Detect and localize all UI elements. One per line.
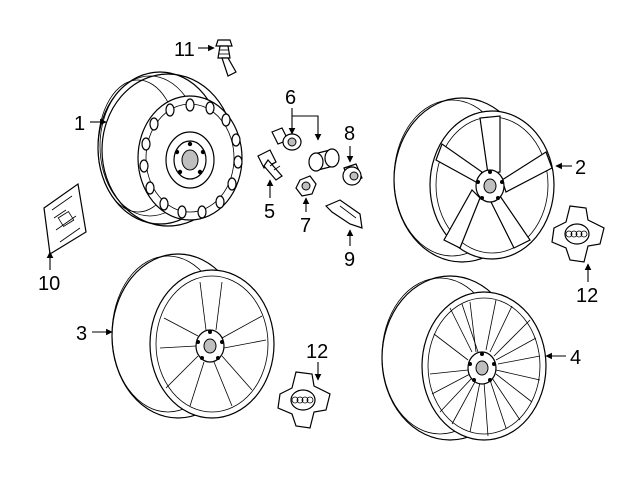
- callout-12-right: 12: [576, 285, 598, 307]
- callout-3: 3: [76, 323, 87, 345]
- callout-4: 4: [570, 347, 581, 369]
- callout-6: 6: [285, 87, 296, 109]
- callout-9: 9: [344, 249, 355, 271]
- callout-8: 8: [344, 123, 355, 145]
- callout-1: 1: [74, 113, 85, 135]
- bolt-cap: [342, 163, 363, 186]
- callout-11: 11: [174, 39, 195, 61]
- valve-stem: [215, 39, 237, 77]
- callout-7: 7: [300, 215, 311, 237]
- callout-numbers: 1 2 3 4 5 6 7 8 9 10 11 12 12: [38, 39, 598, 369]
- steel-wheel-vent-holes: [139, 98, 243, 219]
- alloy-wheel-10-spoke: [111, 253, 275, 419]
- callout-10: 10: [38, 273, 60, 295]
- steel-wheel: [97, 71, 243, 227]
- center-cap-left: [277, 371, 331, 429]
- wheel-bolt: [257, 149, 283, 181]
- callout-5: 5: [264, 201, 275, 223]
- locking-key: [308, 148, 340, 172]
- tire-label: [43, 182, 87, 255]
- callout-12-left: 12: [306, 341, 328, 363]
- alloy-wheel-multi-spoke: [381, 275, 547, 441]
- alloy-wheel-5-spoke: [393, 97, 555, 263]
- wheel-nut: [295, 175, 317, 197]
- leader-lines: [46, 44, 592, 381]
- bolt-cap-puller: [324, 199, 363, 229]
- center-cap-right: [551, 205, 605, 263]
- callout-2: 2: [575, 157, 586, 179]
- locking-bolt: [271, 127, 302, 151]
